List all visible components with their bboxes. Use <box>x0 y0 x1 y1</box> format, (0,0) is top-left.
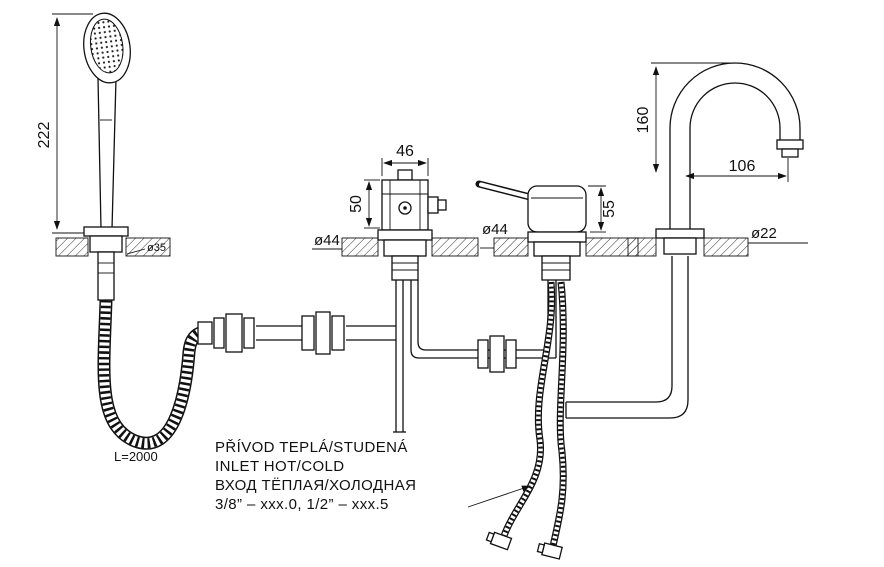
dim-mixer-height: 55 <box>588 185 618 233</box>
inlet-hose-nut <box>485 531 513 551</box>
hand-shower <box>83 12 131 230</box>
spout-deck-section: ø22 <box>627 225 808 257</box>
shower-tailpiece <box>97 251 115 301</box>
shower-deck-section: ø35 <box>55 226 171 301</box>
mixer-body <box>527 185 587 233</box>
dim-label-106: 106 <box>729 158 756 175</box>
dim-spout-reach: 106 <box>685 158 789 182</box>
diverter-knob <box>427 196 439 214</box>
mixer-escutcheon <box>527 231 587 243</box>
dim-spout-height: 160 <box>635 62 733 173</box>
hose-nut <box>197 321 213 345</box>
diverter-shank <box>391 255 419 281</box>
coupling-rib <box>505 339 517 369</box>
deck-hatch <box>431 237 479 257</box>
shower-escutcheon <box>83 226 129 237</box>
mixer <box>475 180 587 233</box>
coupling-rib <box>331 315 345 351</box>
deck-hatch <box>341 237 379 257</box>
spout-aerator-tip <box>781 148 799 158</box>
diverter-pipes <box>393 280 556 433</box>
inlet-hose-nut <box>536 542 563 560</box>
diverter-valve <box>381 169 447 231</box>
inlet-leader-arrow <box>467 485 531 508</box>
dim-label-dia44-mixer: ø44 <box>482 221 508 238</box>
spout-pipe <box>565 256 689 419</box>
dim-label-160: 160 <box>635 107 652 134</box>
note-line-czech: PŘÍVOD TEPLÁ/STUDENÁ <box>215 439 408 456</box>
mixer-deck-section: ø44 <box>480 221 639 281</box>
coupling-rib <box>301 315 315 351</box>
spout-mount-nut <box>663 237 697 255</box>
hose-couplings <box>197 311 396 355</box>
deck-hatch <box>703 237 749 257</box>
check-valve <box>213 317 225 349</box>
dim-shower-height: 222 <box>36 13 93 234</box>
hand-shower-handle <box>97 77 117 230</box>
flexible-inlet-hoses <box>485 281 567 560</box>
shower-hose: L=2000 <box>97 299 203 464</box>
coupling-rib <box>477 339 489 369</box>
note-line-thread-sizes: 3/8” – xxx.0, 1/2” – xxx.5 <box>215 496 389 513</box>
dim-label-dia44-diverter: ø44 <box>314 232 340 249</box>
hand-shower-spray-face <box>89 18 124 74</box>
check-valve <box>243 317 255 349</box>
deck-hatch <box>493 237 529 257</box>
coupling-rib <box>489 335 505 373</box>
deck-hatch <box>627 237 657 257</box>
dim-diverter-width: 46 <box>381 143 429 176</box>
dim-label-46: 46 <box>396 143 414 160</box>
shower-mount-nut <box>89 235 123 253</box>
check-valve <box>225 313 243 353</box>
mixer-mount-nut <box>533 241 581 257</box>
mixer-shank <box>541 255 571 281</box>
dim-label-222: 222 <box>36 122 53 149</box>
dim-label-55: 55 <box>601 200 618 218</box>
dim-label-dia22: ø22 <box>751 225 777 242</box>
note-line-russian: ВХОД ТЁПЛАЯ/ХОЛОДНАЯ <box>215 477 417 494</box>
spout <box>669 62 804 235</box>
dim-label-hose-length: L=2000 <box>114 449 158 464</box>
diverter-escutcheon <box>377 229 433 241</box>
diverter-deck-section: ø44 <box>312 229 479 281</box>
diverter-mount-nut <box>383 239 427 257</box>
spout-aerator <box>776 139 804 150</box>
dim-label-dia35: ø35 <box>147 242 166 254</box>
note-line-english: INLET HOT/COLD <box>215 458 345 475</box>
coupling-rib <box>315 311 331 355</box>
diverter-knob-tip <box>437 199 447 211</box>
inlet-notes-block: PŘÍVOD TEPLÁ/STUDENÁ INLET HOT/COLD ВХОД… <box>215 438 416 514</box>
deck-hatch <box>55 237 89 257</box>
spout-escutcheon <box>655 228 705 239</box>
dim-diverter-height: 50 <box>348 179 380 229</box>
diverter-stem <box>397 169 413 181</box>
dim-label-50: 50 <box>348 195 365 213</box>
